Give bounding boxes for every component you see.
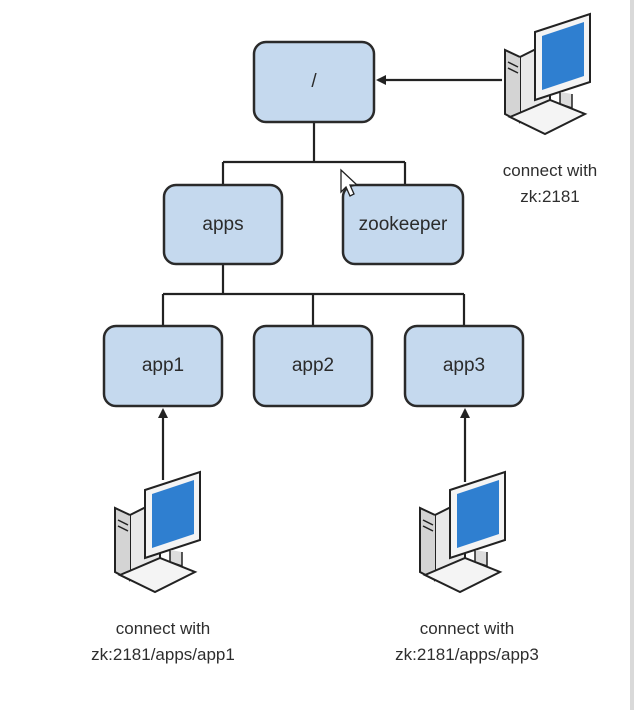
caption-line: zk:2181/apps/app1 xyxy=(91,645,235,664)
caption-line: connect with xyxy=(116,619,211,638)
node-zookeeper[interactable]: zookeeper xyxy=(341,183,465,266)
node-app1-label: app1 xyxy=(142,355,184,376)
left-client-caption: connect with zk:2181/apps/app1 xyxy=(91,619,235,664)
caption-line: zk:2181 xyxy=(520,187,580,206)
node-zookeeper-label: zookeeper xyxy=(359,214,448,235)
caption-line: zk:2181/apps/app3 xyxy=(395,645,539,664)
node-app3-label: app3 xyxy=(443,355,485,376)
top-client-caption: connect with zk:2181 xyxy=(503,161,598,206)
computer-icon xyxy=(504,13,591,135)
computer-icon xyxy=(419,471,506,593)
computer-icon xyxy=(114,471,201,593)
caption-line: connect with xyxy=(420,619,515,638)
tree-connectors xyxy=(161,122,466,326)
node-apps-label: apps xyxy=(202,214,243,235)
caption-line: connect with xyxy=(503,161,598,180)
node-app1[interactable]: app1 xyxy=(102,324,224,408)
right-client-caption: connect with zk:2181/apps/app3 xyxy=(395,619,539,664)
node-app2-label: app2 xyxy=(292,355,334,376)
window-edge xyxy=(630,0,634,710)
node-root-label: / xyxy=(311,71,317,92)
mouse-cursor-icon xyxy=(340,168,359,197)
node-app3[interactable]: app3 xyxy=(403,324,525,408)
node-root[interactable]: / xyxy=(252,40,376,124)
node-app2[interactable]: app2 xyxy=(252,324,374,408)
node-apps[interactable]: apps xyxy=(162,183,284,266)
